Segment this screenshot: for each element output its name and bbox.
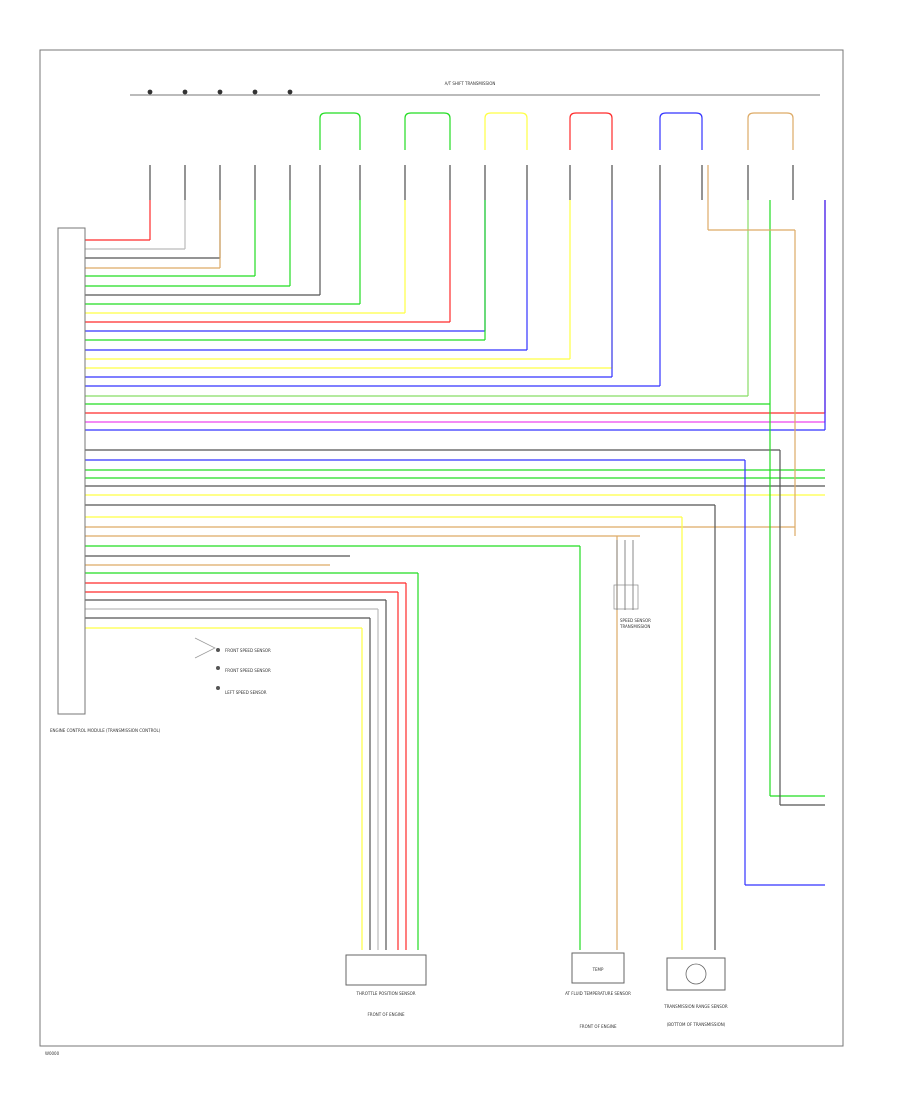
- top-terminal: [147, 89, 153, 95]
- diagram-frame: [39, 49, 844, 1047]
- speed-sensor-label: SPEED SENSOR: [620, 618, 651, 623]
- range-sensor: TRANSMISSION RANGE SENSOR (BOTTOM OF TRA…: [663, 957, 728, 1027]
- throttle-sensor-sub: FRONT OF ENGINE: [368, 1012, 405, 1017]
- fluid-temp-sensor: TEMP AT FLUID TEMPERATURE SENSOR FRONT O…: [565, 952, 631, 1029]
- wires: [85, 112, 826, 950]
- solenoid-loop: [319, 112, 361, 150]
- range-sensor-label: TRANSMISSION RANGE SENSOR: [663, 1004, 728, 1009]
- right-sensor-1: FRONT SPEED SENSOR: [225, 648, 271, 653]
- throttle-sensor-label: THROTTLE POSITION SENSOR: [355, 991, 415, 996]
- ecm-module: [57, 227, 86, 715]
- fluid-temp-sub: FRONT OF ENGINE: [580, 1024, 617, 1029]
- top-connectors: [147, 89, 293, 95]
- speed-sensor-sub: TRANSMISSION: [619, 624, 650, 629]
- fluid-temp-box-text: TEMP: [592, 967, 604, 972]
- top-terminal: [287, 89, 293, 95]
- right-sensor-3: LEFT SPEED SENSOR: [225, 690, 267, 695]
- top-terminal: [217, 89, 223, 95]
- footer-id: W0000: [45, 1051, 60, 1056]
- throttle-sensor: THROTTLE POSITION SENSOR FRONT OF ENGINE: [345, 954, 427, 1017]
- solenoid-loop: [404, 112, 451, 150]
- solenoid-loop: [484, 112, 528, 150]
- diagram-title: A/T SHIFT TRANSMISSION: [445, 81, 496, 86]
- speed-sensor: SPEED SENSOR TRANSMISSION: [613, 584, 651, 629]
- top-terminal: [252, 89, 258, 95]
- solenoid-loop: [569, 112, 613, 150]
- range-sensor-sub: (BOTTOM OF TRANSMISSION): [667, 1022, 726, 1027]
- top-terminal: [182, 89, 188, 95]
- ecm-label: ENGINE CONTROL MODULE (TRANSMISSION CONT…: [50, 728, 161, 733]
- fluid-temp-label: AT FLUID TEMPERATURE SENSOR: [565, 991, 631, 996]
- right-sensor-2: FRONT SPEED SENSOR: [225, 668, 271, 673]
- relay-switches: FRONT SPEED SENSOR FRONT SPEED SENSOR LE…: [194, 637, 271, 695]
- solenoid-loop: [747, 112, 794, 150]
- solenoid-loop: [659, 112, 703, 150]
